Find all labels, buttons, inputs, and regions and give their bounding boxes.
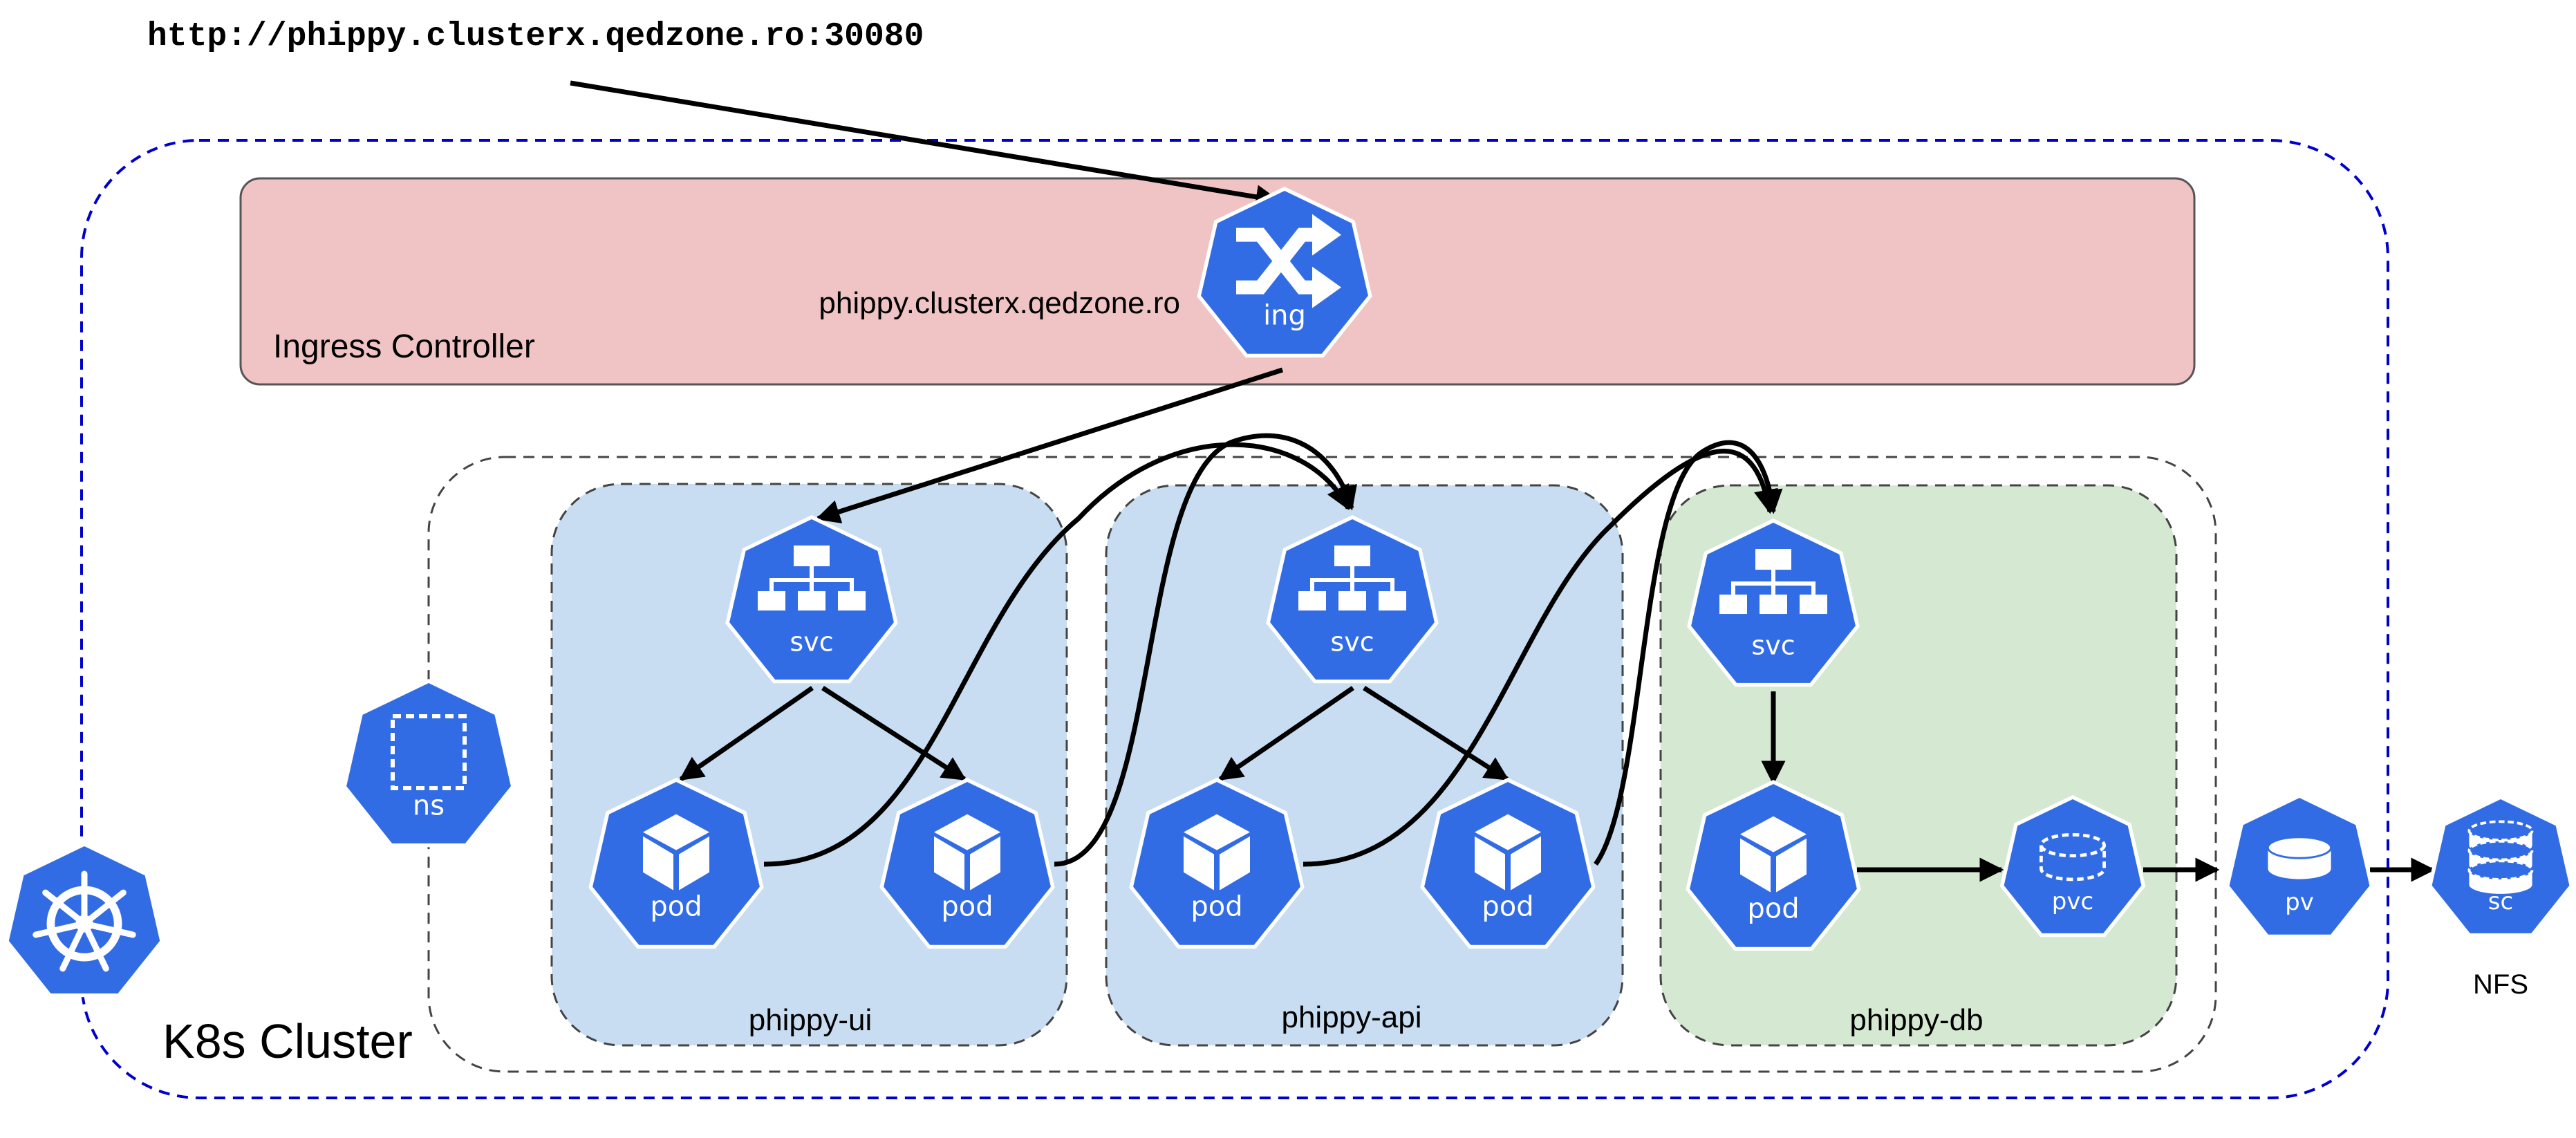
phippy-api-svc-icon-label: svc: [1330, 626, 1374, 657]
namespace-icon-label: ns: [413, 790, 445, 821]
phippy-ui-svc-icon-label: svc: [790, 626, 833, 657]
phippy-db-pod-icon-label: pod: [1747, 893, 1799, 924]
phippy-db-pod-icon: pod: [1686, 780, 1861, 951]
ingress-icon-label: ing: [1263, 299, 1306, 331]
kubernetes-helm-icon: [5, 842, 164, 998]
edge-url-to-ingress: [570, 80, 1280, 209]
phippy-db-svc-icon: svc: [1687, 519, 1860, 687]
app-label-phippy-ui: phippy-ui: [749, 1003, 872, 1037]
edge-ingress-to-ui-svc: [815, 367, 1284, 524]
edge-ui-svc-to-pod2: [821, 686, 967, 781]
edge-api-svc-to-pod2: [1363, 686, 1509, 781]
phippy-ui-pod-1-icon-shape: [592, 782, 760, 945]
app-label-phippy-api: phippy-api: [1281, 1000, 1421, 1034]
app-label-phippy-db: phippy-db: [1849, 1003, 1983, 1037]
edge-ui-pod1-to-api-svc: [763, 442, 1351, 867]
phippy-ui-pod-1-icon: pod: [588, 778, 764, 949]
ns-symbol-icon: [391, 714, 467, 791]
pvc-icon-shape: [2004, 799, 2142, 933]
sc-icon: sc: [2427, 795, 2574, 938]
pvc-icon: pvc: [1999, 795, 2146, 938]
ingress-host-label: phippy.clusterx.qedzone.ro: [819, 286, 1180, 320]
sc-symbol-icon: [2467, 820, 2534, 894]
svc-symbol-icon: [758, 545, 866, 611]
phippy-api-svc-icon: svc: [1266, 515, 1439, 684]
sc-icon-label: sc: [2488, 888, 2513, 915]
namespace-icon-shape: [346, 683, 511, 843]
nfs-label: NFS: [2473, 969, 2528, 1000]
phippy-api-pod-2-icon-shape: [1424, 782, 1592, 945]
phippy-db-svc-icon-label: svc: [1751, 630, 1795, 660]
helm-symbol-icon: [32, 870, 136, 972]
pod-symbol-icon: [643, 814, 709, 890]
edge-ui-svc-to-pod1: [679, 686, 814, 781]
pod-symbol-icon: [1740, 816, 1807, 893]
phippy-ui-pod-2-icon-shape: [884, 782, 1051, 945]
k8s-cluster-boundary: [80, 139, 2389, 1099]
phippy-api-pod-2-icon: pod: [1420, 778, 1596, 949]
pvc-symbol-icon: [2040, 832, 2106, 882]
pv-symbol-icon: [2266, 836, 2333, 879]
namespace-icon: ns: [342, 679, 515, 848]
ingress-icon: ing: [1197, 187, 1372, 358]
url-label: http://phippy.clusterx.qedzone.ro:30080: [147, 18, 924, 55]
phippy-ui-pod-1-icon-label: pod: [650, 890, 702, 922]
pod-symbol-icon: [1475, 814, 1541, 890]
edge-ui-pod2-to-api-svc: [1054, 433, 1357, 867]
ing-symbol-icon: [1236, 214, 1341, 308]
phippy-ui-pod-2-icon: pod: [879, 778, 1055, 949]
pod-symbol-icon: [934, 814, 1000, 890]
phippy-api-pod-1-icon-shape: [1133, 782, 1300, 945]
edge-api-pod2-to-db-svc: [1594, 440, 1783, 866]
pv-icon: pv: [2225, 794, 2374, 939]
phippy-api-pod-2-icon-label: pod: [1482, 890, 1533, 922]
phippy-ui-svc-icon: svc: [725, 515, 898, 684]
k8s-cluster-label: K8s Cluster: [162, 1014, 413, 1068]
phippy-ui-pod-2-icon-label: pod: [941, 890, 993, 922]
phippy-api-pod-1-icon: pod: [1129, 778, 1305, 949]
pv-icon-label: pv: [2285, 888, 2314, 916]
phippy-db-pod-icon-shape: [1690, 784, 1857, 947]
svc-symbol-icon: [1719, 549, 1827, 615]
edge-api-pod1-to-db-svc: [1303, 449, 1778, 867]
pod-symbol-icon: [1184, 814, 1250, 890]
pvc-icon-label: pvc: [2052, 888, 2093, 915]
edges: [570, 80, 2436, 882]
icons-layer: ing ns svc pod pod svc pod pod svc pod pvc pv sc: [5, 187, 2574, 998]
edge-api-svc-to-pod1: [1218, 686, 1354, 781]
phippy-api-pod-1-icon-label: pod: [1191, 890, 1242, 922]
svc-symbol-icon: [1298, 545, 1406, 611]
ingress-controller-label: Ingress Controller: [273, 328, 535, 365]
